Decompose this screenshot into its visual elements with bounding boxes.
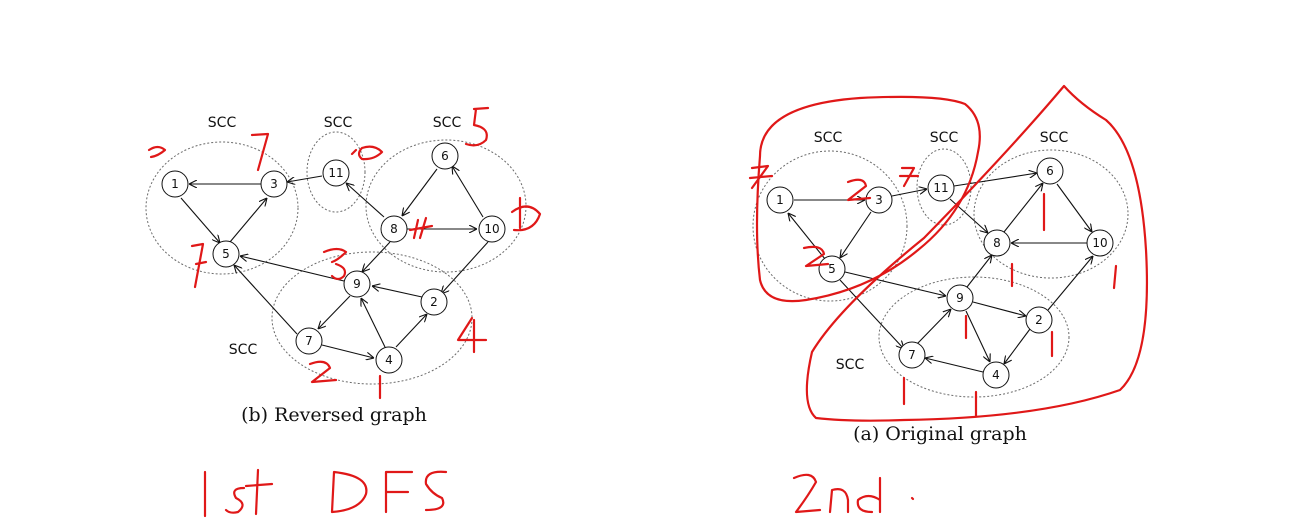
edge (321, 344, 374, 358)
edge (1003, 183, 1043, 233)
scc-label: SCC (433, 115, 462, 131)
scc-label: SCC (208, 115, 237, 131)
handwritten-annotations (147, 84, 1149, 518)
node-8: 8 (380, 215, 408, 243)
svg-text:7: 7 (908, 348, 916, 362)
node-1: 1 (766, 186, 794, 214)
reversed-graph-panel: SCC SCC SCC SCC 1 3 5 11 6 8 10 9 2 7 4 (145, 115, 527, 426)
node-9: 9 (946, 284, 974, 312)
edge (402, 168, 438, 216)
svg-text:6: 6 (441, 149, 449, 163)
edge (180, 197, 220, 243)
node-7: 7 (898, 341, 926, 369)
scc-ellipse (145, 141, 299, 275)
node-3: 3 (865, 186, 893, 214)
scc-label: SCC (814, 130, 843, 146)
edge (925, 358, 984, 373)
scc-ellipse (271, 251, 473, 385)
node-10: 10 (478, 215, 506, 243)
edge (318, 295, 351, 329)
svg-text:5: 5 (828, 262, 836, 276)
edge (372, 286, 423, 298)
svg-text:11: 11 (328, 166, 343, 180)
node-7: 7 (295, 327, 323, 355)
scc-label: SCC (229, 342, 258, 358)
scc-ellipse (752, 150, 908, 302)
caption: (b) Reversed graph (241, 404, 427, 426)
node-1: 1 (161, 170, 189, 198)
scc-ellipse (916, 148, 972, 226)
svg-text:3: 3 (875, 193, 883, 207)
svg-text:10: 10 (484, 222, 499, 236)
scc-ellipse (306, 131, 366, 213)
edge (234, 265, 298, 335)
node-6: 6 (1036, 157, 1064, 185)
edge (1047, 256, 1093, 311)
edge (953, 173, 1037, 187)
edge (891, 189, 927, 197)
caption: (a) Original graph (853, 423, 1027, 445)
edge (229, 198, 267, 243)
svg-text:11: 11 (933, 181, 948, 195)
node-5: 5 (818, 255, 846, 283)
scc-ellipse (878, 276, 1070, 398)
node-10: 10 (1086, 229, 1114, 257)
node-6: 6 (431, 142, 459, 170)
scc-ellipse (973, 149, 1129, 279)
edge (844, 271, 946, 296)
node-5: 5 (212, 240, 240, 268)
svg-text:2: 2 (1035, 313, 1043, 327)
original-graph-panel: SCC SCC SCC SCC 1 3 5 11 6 8 10 9 2 7 4 (752, 130, 1129, 445)
edge (346, 183, 385, 218)
node-4: 4 (982, 361, 1010, 389)
svg-text:6: 6 (1046, 164, 1054, 178)
edge (362, 241, 391, 272)
svg-text:1: 1 (776, 193, 784, 207)
edge (452, 166, 484, 218)
scc-label: SCC (930, 130, 959, 146)
edge (240, 256, 345, 282)
svg-text:9: 9 (353, 277, 361, 291)
svg-text:1: 1 (171, 177, 179, 191)
svg-text:2: 2 (430, 295, 438, 309)
edge (788, 213, 826, 260)
edge (916, 309, 951, 345)
edge (395, 314, 427, 348)
node-9: 9 (343, 270, 371, 298)
node-4: 4 (375, 346, 403, 374)
svg-text:9: 9 (956, 291, 964, 305)
edge (839, 279, 904, 349)
edge (840, 211, 872, 258)
scc-label: SCC (1040, 130, 1069, 146)
svg-text:10: 10 (1092, 236, 1107, 250)
edge (1056, 183, 1092, 232)
scc-label: SCC (324, 115, 353, 131)
edge (1004, 328, 1031, 364)
edge (972, 301, 1026, 316)
node-11: 11 (927, 174, 955, 202)
scc-label: SCC (836, 357, 865, 373)
node-2: 2 (420, 288, 448, 316)
node-11: 11 (322, 159, 350, 187)
svg-text:3: 3 (270, 177, 278, 191)
node-3: 3 (260, 170, 288, 198)
edge (965, 310, 990, 362)
edge (966, 255, 992, 288)
svg-text:8: 8 (390, 222, 398, 236)
node-8: 8 (983, 229, 1011, 257)
edge (287, 175, 323, 182)
svg-text:8: 8 (993, 236, 1001, 250)
svg-text:4: 4 (385, 353, 393, 367)
svg-text:5: 5 (222, 247, 230, 261)
node-2: 2 (1025, 306, 1053, 334)
svg-text:4: 4 (992, 368, 1000, 382)
edge (361, 298, 386, 348)
edge (441, 241, 489, 294)
svg-text:7: 7 (305, 334, 313, 348)
